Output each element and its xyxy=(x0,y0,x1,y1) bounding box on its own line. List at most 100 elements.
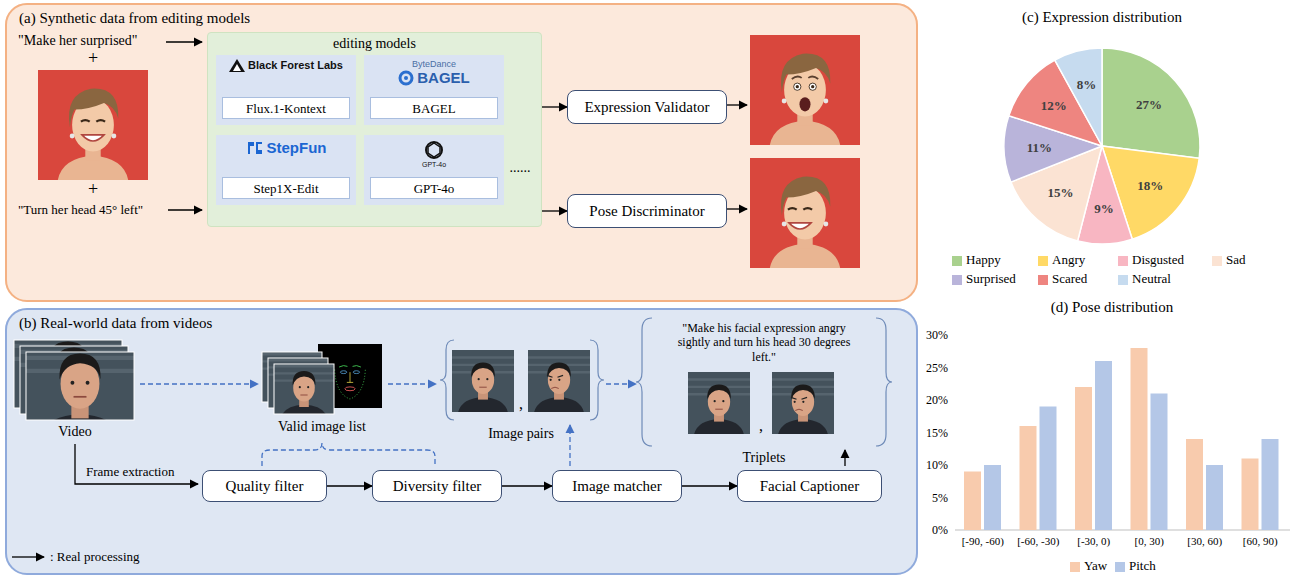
svg-shape xyxy=(229,59,245,72)
legend-text: Happy xyxy=(966,252,1001,268)
legend-swatch xyxy=(1118,256,1128,266)
plus-sign: + xyxy=(88,48,98,70)
model-tile: ByteDanceBAGELBAGEL xyxy=(364,55,504,125)
triplet-face-expression xyxy=(791,397,807,410)
process-arrow xyxy=(844,450,845,466)
pie-slice xyxy=(1102,48,1200,158)
process-box: Diversity filter xyxy=(372,470,502,502)
pie-percent: 15% xyxy=(1048,185,1074,201)
valid-image-list xyxy=(262,344,382,419)
group-title: editing models xyxy=(208,36,541,52)
legend-swatch xyxy=(1070,562,1080,572)
axis-category: [30, 60) xyxy=(1187,535,1222,548)
output-face-expression xyxy=(792,76,818,111)
group-box: editing modelsBlack Forest LabsFlux.1-Ko… xyxy=(207,32,542,227)
legend-text: Angry xyxy=(1052,252,1085,268)
chart-title: (d) Pose distribution xyxy=(1051,298,1174,316)
logo-row: ByteDance xyxy=(412,59,456,69)
legend-swatch xyxy=(952,275,962,285)
chart-title: (c) Expression distribution xyxy=(1022,8,1182,26)
axis-category: [-30, 0) xyxy=(1077,535,1110,548)
svg-shape xyxy=(423,139,445,161)
axis-category: [60, 90) xyxy=(1243,535,1278,548)
svg-shape xyxy=(246,140,264,156)
video-frames xyxy=(14,320,134,440)
panel-fill xyxy=(5,308,918,575)
prompt-text: "Turn her head 45° left" xyxy=(18,202,143,218)
svg-shape xyxy=(398,70,414,86)
use-shape xyxy=(26,332,134,440)
dashed-arrow xyxy=(606,383,636,384)
triplet-face xyxy=(688,372,750,434)
legend-swatch xyxy=(1038,256,1048,266)
axis-tick: 30% xyxy=(926,328,948,342)
logo-icon xyxy=(229,59,245,72)
bar xyxy=(984,465,1001,530)
legend-swatch xyxy=(1115,562,1125,572)
box-text: Pose Discriminator xyxy=(589,203,704,220)
dashed-arrow xyxy=(388,383,436,384)
axis-category: [0, 30) xyxy=(1135,535,1164,548)
chart-marks xyxy=(964,48,1279,530)
input-face xyxy=(38,70,148,180)
caption-label: Triplets xyxy=(742,450,785,467)
bar xyxy=(1242,459,1259,531)
logo-text: GPT-4o xyxy=(422,161,446,169)
logo-row: StepFun xyxy=(246,139,327,156)
legend-swatch xyxy=(1212,256,1222,266)
input-face-expression xyxy=(81,120,105,141)
logo: StepFun xyxy=(246,139,327,156)
process-box: Facial Captioner xyxy=(737,470,882,502)
box-text: Expression Validator xyxy=(584,99,709,116)
legend-text: Pitch xyxy=(1129,558,1156,574)
flow-arrow xyxy=(502,485,552,486)
legend-text: Disgusted xyxy=(1132,252,1184,268)
legend-swatch xyxy=(952,256,962,266)
box-text: Image matcher xyxy=(572,478,662,495)
comma: , xyxy=(759,416,763,435)
use-shape xyxy=(274,359,334,419)
bar xyxy=(1020,426,1037,530)
brace xyxy=(440,340,604,420)
panel-title: (a) Synthetic data from editing models xyxy=(19,10,904,27)
pie-percent: 8% xyxy=(1077,77,1097,93)
bar xyxy=(1040,407,1057,531)
pie-percent: 9% xyxy=(1094,201,1114,217)
logo-row: Black Forest Labs xyxy=(229,59,343,72)
legend-text: : Real processing xyxy=(50,549,140,565)
logo-row: GPT-4o xyxy=(422,161,446,169)
dashed-bracket xyxy=(262,443,435,466)
flow-arrow xyxy=(327,485,372,486)
logo: Black Forest Labs xyxy=(229,59,343,72)
legend-text: Surprised xyxy=(966,271,1016,287)
logo-text: StepFun xyxy=(267,139,327,156)
bar xyxy=(1262,439,1279,530)
pair-face xyxy=(528,350,590,412)
output-face-expression xyxy=(788,208,812,229)
model-name: BAGEL xyxy=(412,101,455,116)
pie-percent: 12% xyxy=(1041,98,1067,114)
triplet-face xyxy=(772,372,834,434)
rect-shape xyxy=(274,364,334,414)
logo-icon xyxy=(423,139,445,161)
axis-category: [-90, -60) xyxy=(962,535,1004,548)
logo-icon xyxy=(398,70,414,86)
path-shape xyxy=(428,143,440,157)
model-tile: StepFunStep1X-Edit xyxy=(216,135,356,205)
triplet-face-expression xyxy=(714,400,725,409)
logo-row: BAGEL xyxy=(398,69,470,86)
x-axis xyxy=(955,530,1290,531)
use-shape xyxy=(70,381,89,397)
path-shape xyxy=(229,59,245,72)
logo: ByteDanceBAGEL xyxy=(398,59,470,87)
model-tile: Black Forest LabsFlux.1-Kontext xyxy=(216,55,356,125)
flow-arrow xyxy=(682,485,737,486)
model-name: GPT-4o xyxy=(414,181,455,196)
logo-text: BAGEL xyxy=(417,69,470,86)
pie-slice xyxy=(1055,48,1102,146)
use-shape xyxy=(299,386,310,395)
caption-label: Valid image list xyxy=(278,419,366,436)
ellipsis: ...... xyxy=(510,160,531,177)
process-box: Quality filter xyxy=(202,470,327,502)
pie-percent: 11% xyxy=(1027,140,1052,156)
